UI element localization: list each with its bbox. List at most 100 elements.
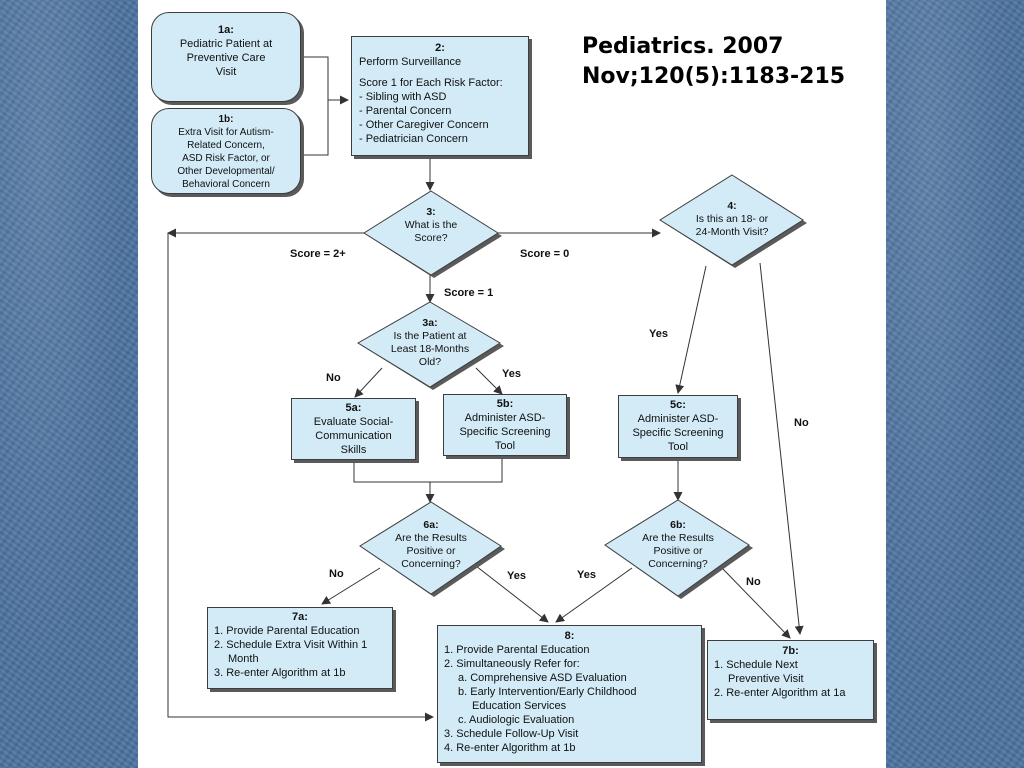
- node-5b: 5b: Administer ASD- Specific Screening T…: [443, 394, 567, 456]
- node-2-title: Perform Surveillance: [359, 56, 462, 68]
- node-1a-line-1: Pediatric Patient at: [179, 38, 273, 50]
- node-8-item-2b: b. Early Intervention/Early Childhood: [458, 686, 637, 698]
- diamond-6b-line-2: Positive or: [653, 545, 703, 557]
- node-7b-item-2: 2. Re-enter Algorithm at 1a: [714, 687, 846, 699]
- node-8-item-2: 2. Simultaneously Refer for:: [444, 658, 580, 670]
- node-5a-line-2: Communication: [315, 430, 392, 442]
- node-8-item-2a: a. Comprehensive ASD Evaluation: [458, 672, 627, 684]
- node-1a-number: 1a:: [218, 24, 234, 36]
- arrow-4-yes: [675, 265, 707, 394]
- node-5c-line-2: Specific Screening: [632, 427, 724, 439]
- arrow-6a-no: [321, 567, 381, 605]
- arrow-6a-yes: [475, 565, 549, 623]
- diamond-3-line-2: Score?: [414, 232, 448, 244]
- node-8-item-2c: c. Audiologic Evaluation: [458, 714, 575, 726]
- label-6b-yes: Yes: [577, 569, 596, 581]
- node-1b-line-1: Extra Visit for Autism-: [178, 127, 274, 138]
- node-5c-number: 5c:: [670, 399, 686, 411]
- node-7a-item-3: 3. Re-enter Algorithm at 1b: [214, 667, 346, 679]
- diamond-3a-number: 3a:: [422, 317, 438, 329]
- node-8-item-4: 4. Re-enter Algorithm at 1b: [444, 742, 576, 754]
- node-5c: 5c: Administer ASD- Specific Screening T…: [618, 395, 738, 458]
- node-1b-line-2: Related Concern,: [187, 140, 265, 151]
- node-5a-line-3: Skills: [340, 444, 367, 456]
- node-5c-line-3: Tool: [667, 441, 689, 453]
- diamond-6a-line-1: Are the Results: [395, 532, 467, 544]
- diamond-6a-text: 6a: Are the Results Positive or Concerni…: [376, 519, 486, 571]
- diamond-6b-text: 6b: Are the Results Positive or Concerni…: [623, 519, 733, 571]
- diamond-6a-number: 6a:: [423, 519, 439, 531]
- node-7b-item-1-cont: Preventive Visit: [728, 673, 804, 685]
- diamond-3-line-1: What is the: [404, 219, 458, 231]
- diamond-3-text: 3: What is the Score?: [381, 206, 481, 245]
- node-5b-line-2: Specific Screening: [459, 426, 551, 438]
- node-5c-line-1: Administer ASD-: [637, 413, 719, 425]
- diamond-6a-line-3: Concerning?: [401, 558, 461, 570]
- diamond-3a: [357, 301, 501, 388]
- node-1b: 1b: Extra Visit for Autism- Related Conc…: [151, 108, 301, 194]
- node-1a-line-3: Visit: [215, 66, 237, 78]
- node-2-item-2: - Parental Concern: [359, 105, 452, 117]
- left-side-panel: [0, 0, 138, 768]
- node-1b-line-3: ASD Risk Factor, or: [182, 153, 270, 164]
- node-8-number: 8:: [564, 630, 575, 642]
- node-2-item-4: - Pediatrician Concern: [359, 133, 468, 145]
- node-2: 2: Perform Surveillance Score 1 for Each…: [351, 36, 529, 156]
- diamond-6a: [359, 501, 502, 595]
- arrow-4-no: [759, 262, 804, 635]
- diamond-3-number: 3:: [426, 206, 436, 218]
- label-score-0: Score = 0: [520, 248, 570, 260]
- node-2-item-3: - Other Caregiver Concern: [359, 119, 489, 131]
- node-1b-number: 1b:: [218, 114, 234, 125]
- diamond-6b-number: 6b:: [670, 519, 686, 531]
- connector-5a-5b: [353, 458, 503, 483]
- diamond-3: [363, 190, 499, 276]
- label-6b-no: No: [746, 576, 761, 588]
- node-7b: 7b: 1. Schedule Next Preventive Visit 2.…: [707, 640, 874, 720]
- label-6a-yes: Yes: [507, 570, 526, 582]
- arrow-3a-no: [354, 367, 383, 398]
- node-1b-line-5: Behavioral Concern: [182, 179, 270, 190]
- node-5b-line-1: Administer ASD-: [464, 412, 546, 424]
- node-2-subtitle: Score 1 for Each Risk Factor:: [359, 77, 503, 89]
- node-5b-number: 5b:: [496, 398, 514, 410]
- diamond-4-line-2: 24-Month Visit?: [695, 226, 769, 238]
- node-7a-item-1: 1. Provide Parental Education: [214, 625, 360, 637]
- label-4-yes: Yes: [649, 328, 668, 340]
- diamond-3a-line-2: Least 18-Months: [390, 343, 470, 355]
- node-1a: 1a: Pediatric Patient at Preventive Care…: [151, 12, 301, 102]
- node-7a-number: 7a:: [292, 611, 308, 623]
- diamond-3a-text: 3a: Is the Patient at Least 18-Months Ol…: [374, 317, 486, 369]
- arrow-6b-no: [721, 567, 791, 639]
- diamond-3a-line-3: Old?: [418, 356, 442, 368]
- citation-line-1: Pediatrics. 2007: [582, 34, 784, 59]
- node-8-item-3: 3. Schedule Follow-Up Visit: [444, 728, 579, 740]
- diamond-6b: [604, 499, 750, 597]
- diamond-4-text: 4: Is this an 18- or 24-Month Visit?: [674, 200, 790, 239]
- node-7a-item-2: 2. Schedule Extra Visit Within 1: [214, 639, 368, 651]
- node-1a-line-2: Preventive Care: [186, 52, 266, 64]
- node-8: 8: 1. Provide Parental Education 2. Simu…: [437, 625, 702, 763]
- diamond-6a-line-2: Positive or: [406, 545, 456, 557]
- node-5a-line-1: Evaluate Social-: [313, 416, 394, 428]
- label-score-2plus: Score = 2+: [290, 248, 346, 260]
- node-5b-line-3: Tool: [494, 440, 516, 452]
- diamond-4-number: 4:: [727, 200, 737, 212]
- label-3a-no: No: [326, 372, 341, 384]
- diamond-4-line-1: Is this an 18- or: [695, 213, 769, 225]
- arrow-3a-yes: [475, 367, 503, 395]
- node-5a-number: 5a:: [345, 402, 362, 414]
- arrow-score-2plus-to-8: [167, 233, 434, 722]
- diamond-3a-line-1: Is the Patient at: [393, 330, 467, 342]
- diamond-4: [659, 174, 804, 266]
- diamond-6b-line-3: Concerning?: [648, 558, 708, 570]
- label-3a-yes: Yes: [502, 368, 521, 380]
- connector-1a-1b: [300, 56, 329, 156]
- node-2-item-1: - Sibling with ASD: [359, 91, 447, 103]
- diamond-6b-line-1: Are the Results: [642, 532, 714, 544]
- node-7b-item-1: 1. Schedule Next: [714, 659, 798, 671]
- citation-line-2: Nov;120(5):1183-215: [582, 64, 846, 89]
- citation: Pediatrics. 2007 Nov;120(5):1183-215: [582, 32, 845, 92]
- right-side-panel: [886, 0, 1024, 768]
